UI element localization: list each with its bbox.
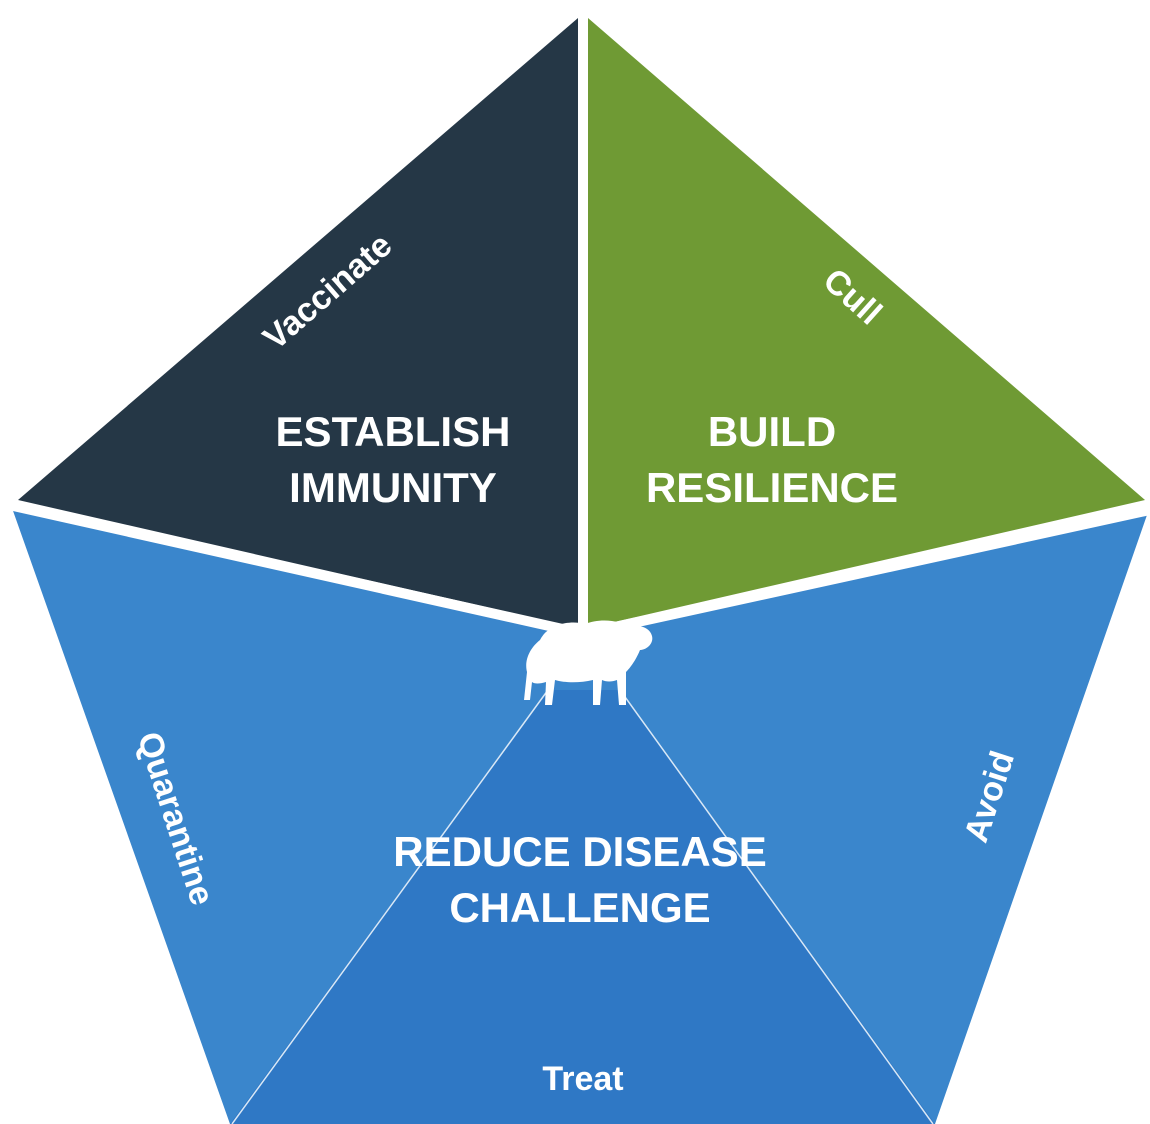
build-resilience-region (588, 18, 1145, 628)
separator-right (581, 505, 1150, 639)
build-resilience-label-line2: RESILIENCE (646, 464, 898, 511)
treat-region (230, 690, 935, 1124)
reduce-disease-challenge-label-line1: REDUCE DISEASE (393, 828, 766, 875)
establish-immunity-label-line2: IMMUNITY (289, 464, 497, 511)
build-resilience-label-line1: BUILD (708, 408, 836, 455)
treat-label: Treat (542, 1060, 623, 1098)
establish-immunity-region (18, 18, 578, 628)
establish-immunity-label-line1: ESTABLISH (276, 408, 511, 455)
divider-line-right (619, 689, 934, 1124)
sheep-icon (524, 620, 653, 705)
separator-left (0, 498, 587, 639)
divider-line-left (231, 689, 549, 1124)
reduce-disease-challenge-label-line2: CHALLENGE (449, 884, 710, 931)
